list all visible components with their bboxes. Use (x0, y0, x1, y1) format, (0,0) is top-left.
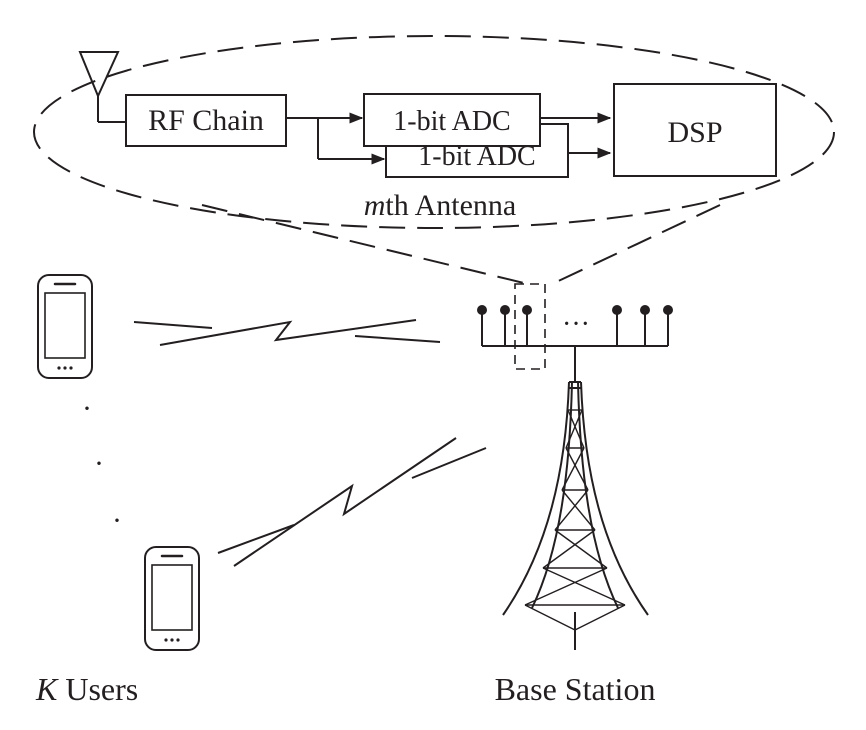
zoom-ellipse (33, 35, 835, 229)
antenna-element (640, 305, 650, 346)
antenna-element (500, 305, 510, 346)
zoom-callout-right (551, 204, 721, 285)
rf-chain-block: RF Chain (125, 94, 287, 147)
wireless-link-bottom (217, 437, 487, 567)
phone-icon (37, 274, 93, 379)
antenna-array-ellipsis: ··· (562, 309, 590, 340)
phone-icon (144, 546, 200, 651)
antenna-icon (78, 51, 126, 123)
adc-label-1: 1-bit ADC (393, 106, 510, 137)
base-station-label: Base Station (495, 671, 656, 707)
adc-to-dsp-arrows (540, 112, 612, 159)
adc-block-1: 1-bit ADC (363, 93, 541, 147)
mth-antenna-highlight (514, 283, 546, 370)
antenna-caption: mth Antenna (364, 189, 516, 222)
antenna-element (612, 305, 622, 346)
splitter-lines (286, 112, 386, 165)
antenna-element (477, 305, 487, 346)
dsp-label: DSP (667, 116, 722, 149)
users-label: K Users (35, 671, 138, 707)
zoom-callout-left (201, 204, 529, 285)
dsp-block: DSP (613, 83, 777, 177)
antenna-element (663, 305, 673, 346)
tower-icon (502, 346, 649, 650)
antenna-element (522, 305, 532, 346)
antenna-array: ··· (477, 283, 673, 370)
users-ellipsis: ··· (82, 392, 122, 537)
rf-chain-label: RF Chain (148, 104, 264, 137)
wireless-link-top (133, 319, 441, 346)
